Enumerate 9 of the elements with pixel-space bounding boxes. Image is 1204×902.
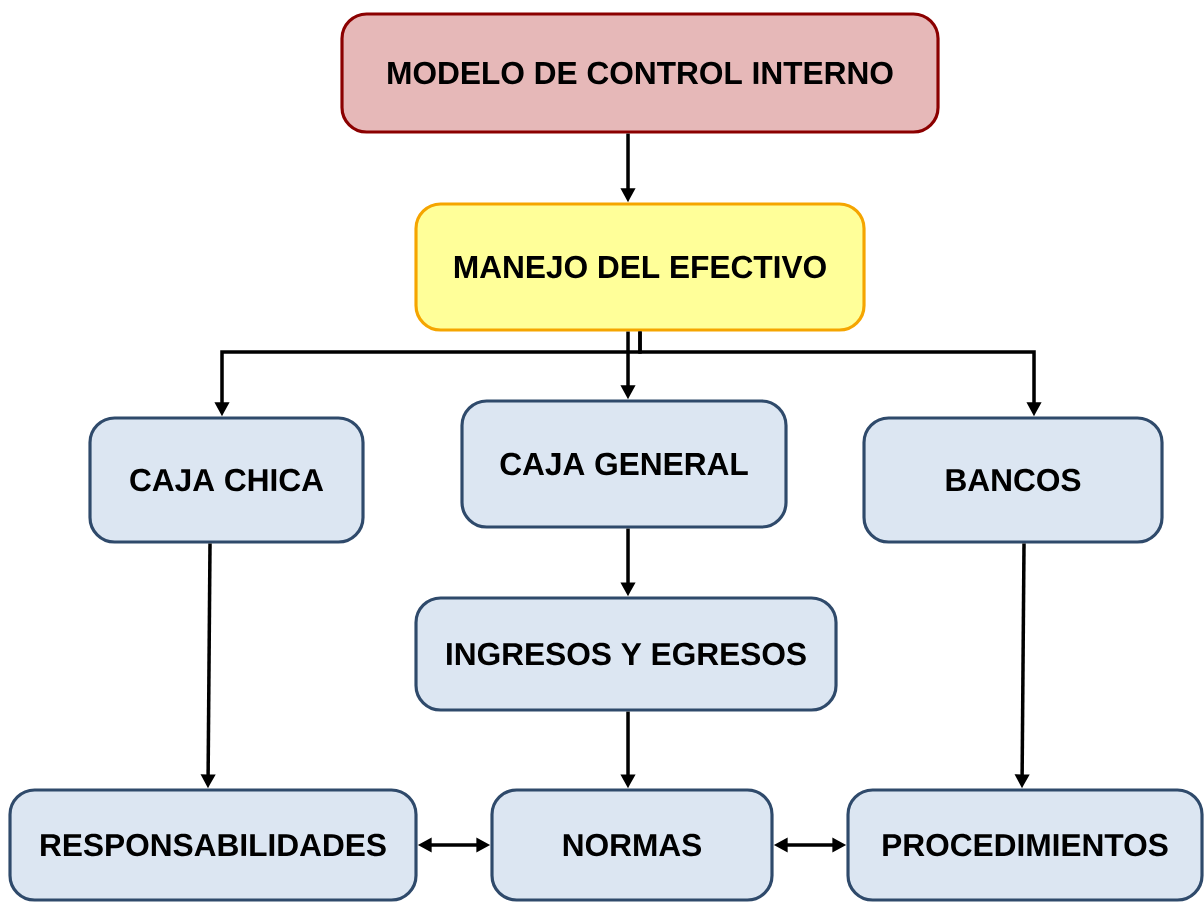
concept-box: CAJA GENERAL — [460, 399, 788, 529]
concept-box: INGRESOS Y EGRESOS — [414, 596, 838, 712]
concept-box: PROCEDIMIENTOS — [846, 788, 1204, 902]
concept-box: RESPONSABILIDADES — [8, 788, 418, 902]
concept-box: MODELO DE CONTROL INTERNO — [340, 12, 940, 134]
concept-box: NORMAS — [490, 788, 774, 902]
concept-box: CAJA CHICA — [88, 416, 365, 544]
concept-box: MANEJO DEL EFECTIVO — [414, 202, 866, 332]
concept-box: BANCOS — [862, 416, 1164, 544]
